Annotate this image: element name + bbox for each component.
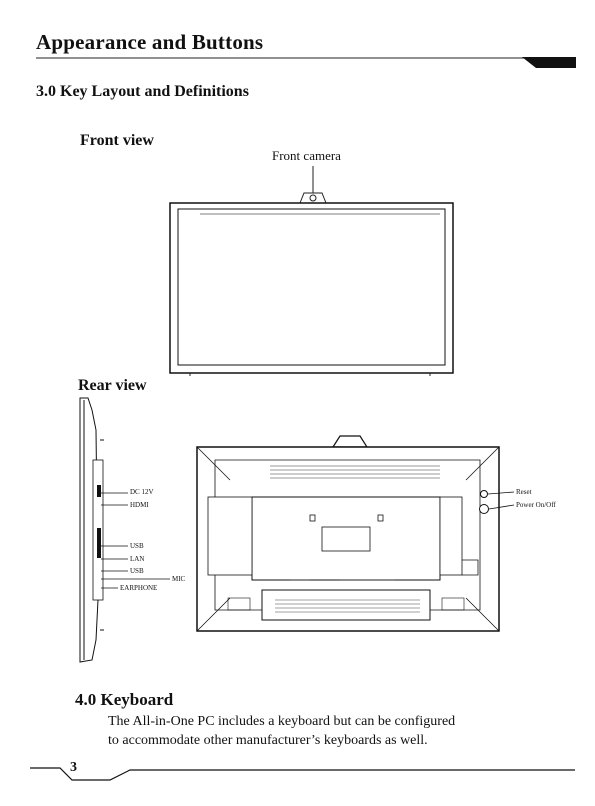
page-number: 3 bbox=[70, 760, 77, 776]
